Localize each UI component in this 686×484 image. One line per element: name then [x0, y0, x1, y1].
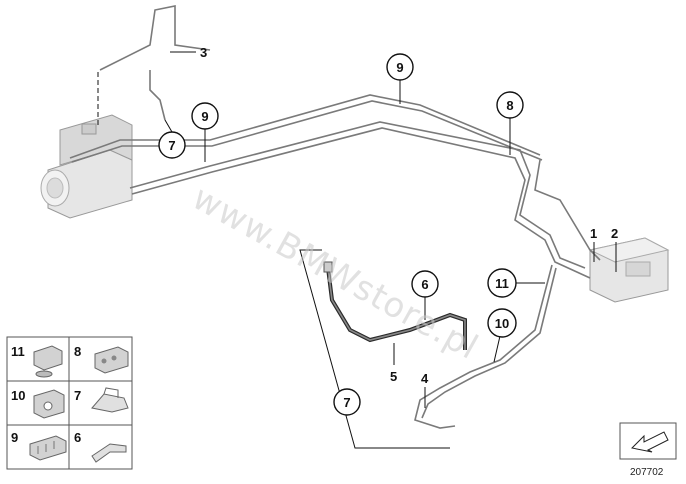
callout-9-left: 9: [191, 102, 219, 130]
arrow-nav-icon[interactable]: [619, 422, 677, 460]
svg-text:7: 7: [343, 395, 350, 410]
clamp-block-icon: [33, 389, 65, 419]
svg-text:6: 6: [74, 430, 81, 445]
brake-hose-icon: [323, 261, 467, 350]
callout-1: 1: [590, 226, 597, 241]
callout-6: 6: [411, 270, 439, 298]
bracket-clip-icon: [91, 387, 129, 413]
svg-text:11: 11: [495, 276, 509, 291]
callout-9-top: 9: [386, 53, 414, 81]
clip-holder-icon: [33, 345, 63, 378]
abs-hydraulic-unit-icon: [40, 114, 133, 219]
svg-text:9: 9: [396, 60, 403, 75]
callout-5: 5: [390, 369, 397, 384]
callout-2: 2: [611, 226, 618, 241]
callout-8: 8: [496, 91, 524, 119]
svg-text:8: 8: [74, 344, 81, 359]
spring-clip-icon: [91, 443, 127, 463]
multi-clip-icon: [29, 435, 67, 461]
double-clip-icon: [94, 346, 129, 374]
watermark-text: www.BMWstore.pl: [186, 178, 485, 368]
svg-text:11: 11: [11, 344, 25, 359]
hose-bracket-outline: [299, 249, 450, 449]
callout-3: 3: [200, 45, 207, 60]
svg-text:7: 7: [168, 138, 175, 153]
svg-text:9: 9: [11, 430, 18, 445]
leader-lines: [164, 51, 617, 408]
svg-text:9: 9: [201, 109, 208, 124]
svg-text:7: 7: [74, 388, 81, 403]
svg-text:10: 10: [11, 388, 25, 403]
legend-grid: 11 8 10 7 9 6: [6, 336, 133, 470]
callout-7-bottom: 7: [333, 388, 361, 416]
control-unit-icon: [588, 237, 670, 303]
svg-text:10: 10: [495, 316, 509, 331]
callout-11: 11: [487, 268, 517, 298]
brake-pipes: [69, 5, 601, 429]
callout-7-left: 7: [158, 131, 186, 159]
svg-text:6: 6: [421, 277, 428, 292]
callout-10: 10: [487, 308, 517, 338]
reference-number: 207702: [630, 467, 664, 478]
svg-text:8: 8: [506, 98, 513, 113]
callout-4: 4: [421, 371, 429, 386]
